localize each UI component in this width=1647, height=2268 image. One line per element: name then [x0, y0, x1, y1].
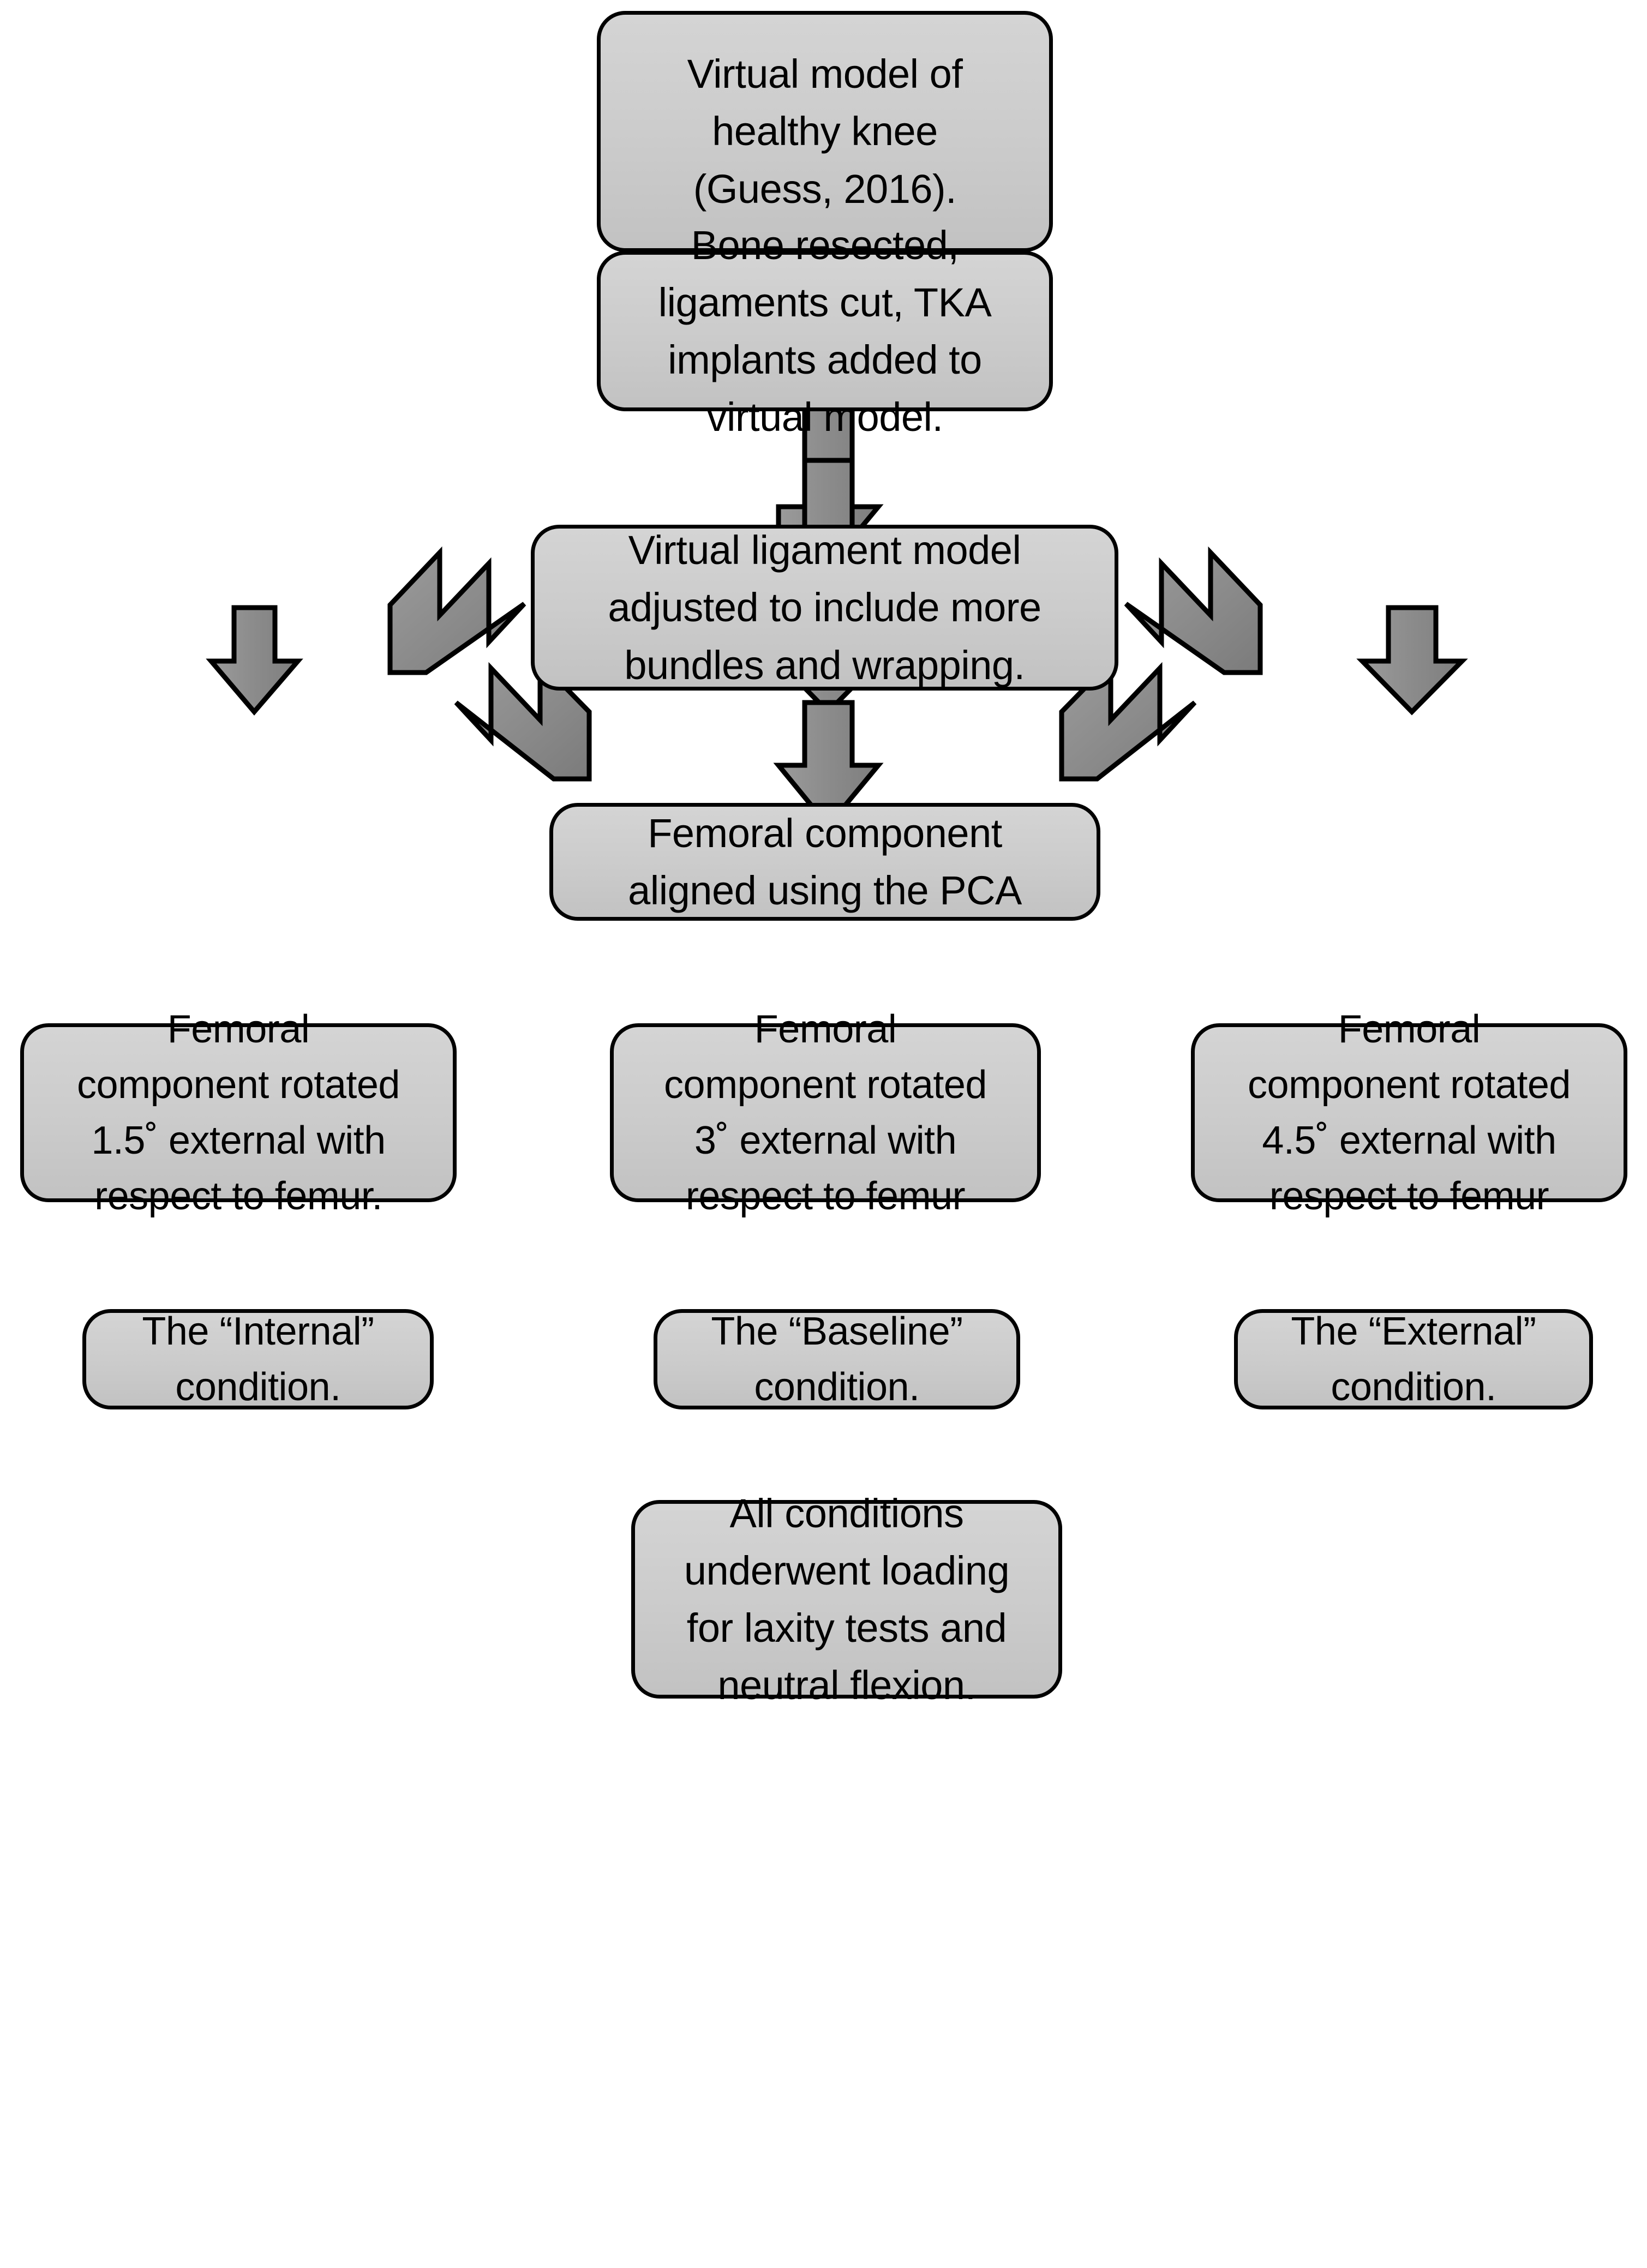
node-rotated-external[interactable]: Femoral component rotated 4.5˚ external … — [1191, 1007, 1627, 1218]
node-virtual-model[interactable]: Virtual model of healthy knee (Guess, 20… — [597, 11, 1053, 252]
node-ligament-model[interactable]: Virtual ligament model adjusted to inclu… — [531, 525, 1118, 691]
node-label: Femoral component rotated 1.5˚ external … — [77, 1007, 400, 1219]
node-label: The “External” condition. — [1291, 1309, 1536, 1409]
node-label: Femoral component rotated 4.5˚ external … — [1248, 1007, 1571, 1219]
node-condition-baseline[interactable]: The “Baseline” condition. — [654, 1309, 1020, 1409]
arrow-internal-rot-to-cond — [206, 605, 303, 716]
node-condition-internal[interactable]: The “Internal” condition. — [82, 1309, 434, 1409]
arrow-pca-to-internal — [387, 546, 526, 675]
node-label: Femoral component rotated 3˚ external wi… — [664, 1007, 987, 1219]
node-label: The “Internal” condition. — [142, 1309, 374, 1409]
node-label: All conditions underwent loading for lax… — [684, 1490, 1010, 1708]
node-label: Virtual model of healthy knee (Guess, 20… — [687, 51, 963, 212]
arrow-external-rot-to-cond — [1356, 605, 1468, 716]
node-label: Femoral component aligned using the PCA — [628, 810, 1022, 913]
node-condition-external[interactable]: The “External” condition. — [1234, 1309, 1593, 1409]
node-label: Bone resected, ligaments cut, TKA implan… — [658, 222, 992, 440]
node-rotated-internal[interactable]: Femoral component rotated 1.5˚ external … — [20, 1007, 457, 1218]
node-bone-resected[interactable]: Bone resected, ligaments cut, TKA implan… — [597, 223, 1053, 440]
node-pca-alignment[interactable]: Femoral component aligned using the PCA — [549, 803, 1100, 921]
node-label: Virtual ligament model adjusted to inclu… — [608, 527, 1041, 688]
node-label: The “Baseline” condition. — [711, 1309, 963, 1409]
node-rotated-baseline[interactable]: Femoral component rotated 3˚ external wi… — [610, 1007, 1041, 1218]
node-all-conditions[interactable]: All conditions underwent loading for lax… — [631, 1491, 1062, 1708]
arrow-baseline-to-all — [773, 700, 884, 830]
arrow-pca-to-external — [1124, 546, 1263, 675]
